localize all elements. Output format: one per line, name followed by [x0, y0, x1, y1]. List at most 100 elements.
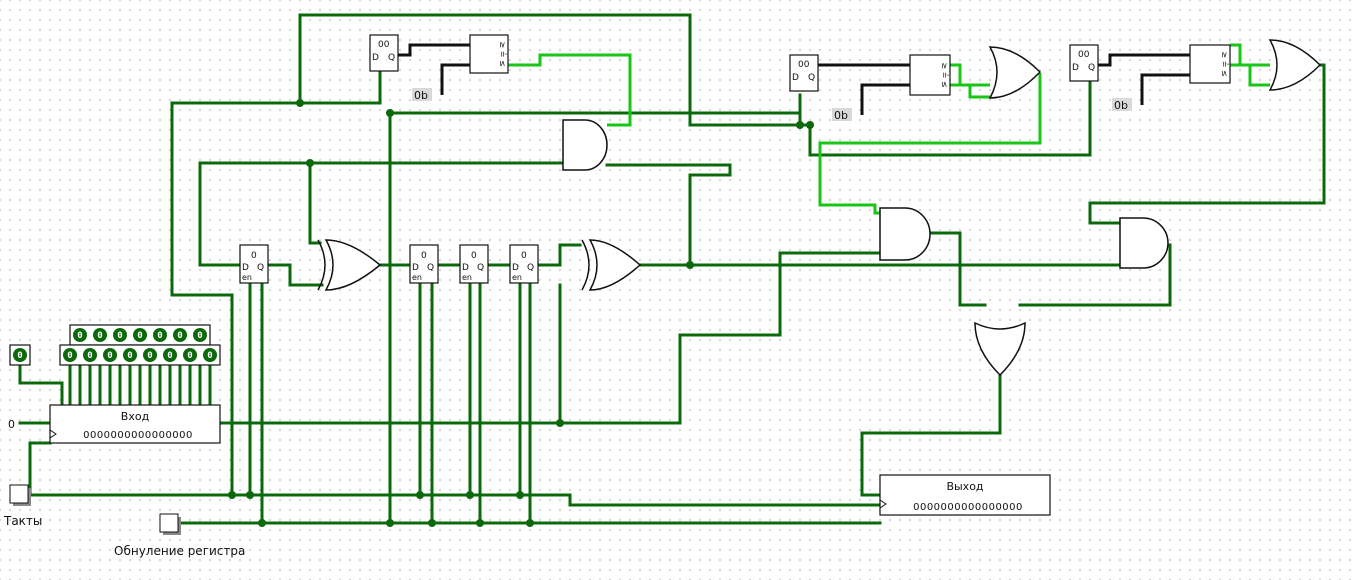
svg-text:0: 0: [167, 351, 172, 361]
svg-text:D: D: [412, 263, 419, 273]
and-gate-top[interactable]: [562, 119, 608, 171]
svg-text:0: 0: [107, 351, 112, 361]
svg-text:00: 00: [1078, 50, 1090, 60]
wires-bus: [398, 43, 1190, 115]
output-register-value: 0000000000000000: [913, 502, 1023, 513]
flip-flop-top-3[interactable]: 00 D Q: [1069, 44, 1099, 82]
input-pins-top-row[interactable]: 0 0 0 0 0 0 0: [69, 324, 211, 346]
or-gate-top-2[interactable]: [1268, 39, 1322, 91]
svg-text:0: 0: [421, 251, 427, 261]
svg-text:D: D: [242, 263, 249, 273]
input-register[interactable]: Вход 0000000000000000: [49, 404, 221, 444]
svg-text:0: 0: [127, 351, 132, 361]
flip-flop-top-2[interactable]: 00 D Q: [789, 54, 819, 92]
svg-text:≥ ≟ ≤: ≥ ≟ ≤: [1220, 51, 1229, 76]
input-pin[interactable]: 0: [63, 348, 77, 362]
svg-text:Q: Q: [527, 263, 534, 273]
output-register[interactable]: Выход 0000000000000000: [879, 474, 1051, 516]
input-pin[interactable]: 0: [123, 348, 137, 362]
reset-button[interactable]: [159, 513, 181, 535]
svg-text:0: 0: [157, 331, 162, 341]
svg-text:Q: Q: [388, 53, 395, 63]
xor-gate-2[interactable]: [581, 239, 642, 291]
svg-text:D: D: [792, 73, 799, 83]
input-pin[interactable]: 0: [193, 328, 207, 342]
svg-text:0b: 0b: [414, 89, 428, 102]
svg-text:D: D: [372, 53, 379, 63]
svg-text:en: en: [512, 273, 522, 282]
input-register-value: 0000000000000000: [83, 430, 193, 441]
input-pin[interactable]: 0: [93, 328, 107, 342]
input-pin[interactable]: 0: [133, 328, 147, 342]
junctions: [228, 99, 814, 527]
svg-text:en: en: [462, 273, 472, 282]
const-0b-3: 0b: [1112, 98, 1132, 112]
svg-text:D: D: [512, 263, 519, 273]
svg-text:0b: 0b: [834, 109, 848, 122]
input-pin[interactable]: 0: [73, 328, 87, 342]
input-pin[interactable]: 0: [143, 348, 157, 362]
flip-flop-1[interactable]: 0 D Q en: [239, 244, 269, 284]
input-pins-bottom-row[interactable]: 0 0 0 0 0 0 0 0: [59, 344, 221, 366]
input-pin[interactable]: 0: [83, 348, 97, 362]
comparator-3[interactable]: ≥ ≟ ≤: [1189, 44, 1231, 84]
clock-label: Такты: [3, 514, 42, 528]
reset-label: Обнуление регистра: [114, 544, 245, 558]
flip-flop-4[interactable]: 0 D Q en: [509, 244, 539, 284]
svg-text:0: 0: [197, 331, 202, 341]
svg-text:0: 0: [147, 351, 152, 361]
flip-flop-3[interactable]: 0 D Q en: [459, 244, 489, 284]
svg-text:0: 0: [251, 251, 257, 261]
input-pin[interactable]: 0: [163, 348, 177, 362]
svg-text:0: 0: [117, 331, 122, 341]
input-pin[interactable]: 0: [203, 348, 217, 362]
svg-text:0: 0: [137, 331, 142, 341]
const-zero: 0: [8, 418, 15, 431]
svg-text:0: 0: [471, 251, 477, 261]
flip-flop-top-1[interactable]: 00 D Q: [369, 34, 399, 72]
svg-text:00: 00: [378, 40, 390, 50]
input-pin[interactable]: 0: [173, 328, 187, 342]
svg-text:0: 0: [207, 351, 212, 361]
svg-text:0: 0: [8, 418, 15, 431]
wires-active: [508, 43, 1270, 215]
svg-text:≥ ≟ ≤: ≥ ≟ ≤: [940, 62, 949, 87]
const-0b-2: 0b: [832, 108, 852, 122]
input-pin-single[interactable]: 0: [9, 344, 31, 366]
svg-text:0: 0: [87, 351, 92, 361]
input-register-label: Вход: [121, 410, 150, 423]
svg-text:D: D: [462, 263, 469, 273]
xor-gate-1[interactable]: [317, 239, 382, 291]
input-pin[interactable]: 0: [153, 328, 167, 342]
and-gate-right[interactable]: [1119, 217, 1169, 269]
comparator-2[interactable]: ≥ ≟ ≤: [909, 54, 951, 96]
svg-text:0b: 0b: [1114, 99, 1128, 112]
svg-text:Q: Q: [477, 263, 484, 273]
or-gate-bottom[interactable]: [974, 321, 1026, 377]
svg-text:00: 00: [798, 60, 810, 70]
input-pin[interactable]: 0: [103, 348, 117, 362]
input-pin[interactable]: 0: [183, 348, 197, 362]
svg-text:Q: Q: [1088, 63, 1095, 73]
svg-text:Q: Q: [808, 73, 815, 83]
or-gate-top-1[interactable]: [988, 46, 1042, 99]
svg-text:Q: Q: [257, 263, 264, 273]
svg-text:0: 0: [77, 331, 82, 341]
comparator-1[interactable]: ≥ ≟ ≤: [469, 34, 509, 74]
svg-text:0: 0: [17, 351, 22, 361]
flip-flop-2[interactable]: 0 D Q en: [409, 244, 439, 284]
const-0b-1: 0b: [412, 88, 432, 102]
output-register-label: Выход: [946, 480, 983, 493]
and-gate-mid[interactable]: [879, 207, 931, 261]
svg-text:en: en: [242, 273, 252, 282]
svg-text:≥ ≟ ≤: ≥ ≟ ≤: [498, 41, 507, 66]
svg-text:0: 0: [97, 331, 102, 341]
input-pin[interactable]: 0: [113, 328, 127, 342]
svg-text:en: en: [412, 273, 422, 282]
svg-text:0: 0: [187, 351, 192, 361]
svg-text:D: D: [1072, 63, 1079, 73]
svg-text:0: 0: [177, 331, 182, 341]
clock-button[interactable]: [9, 484, 31, 506]
svg-text:0: 0: [67, 351, 72, 361]
